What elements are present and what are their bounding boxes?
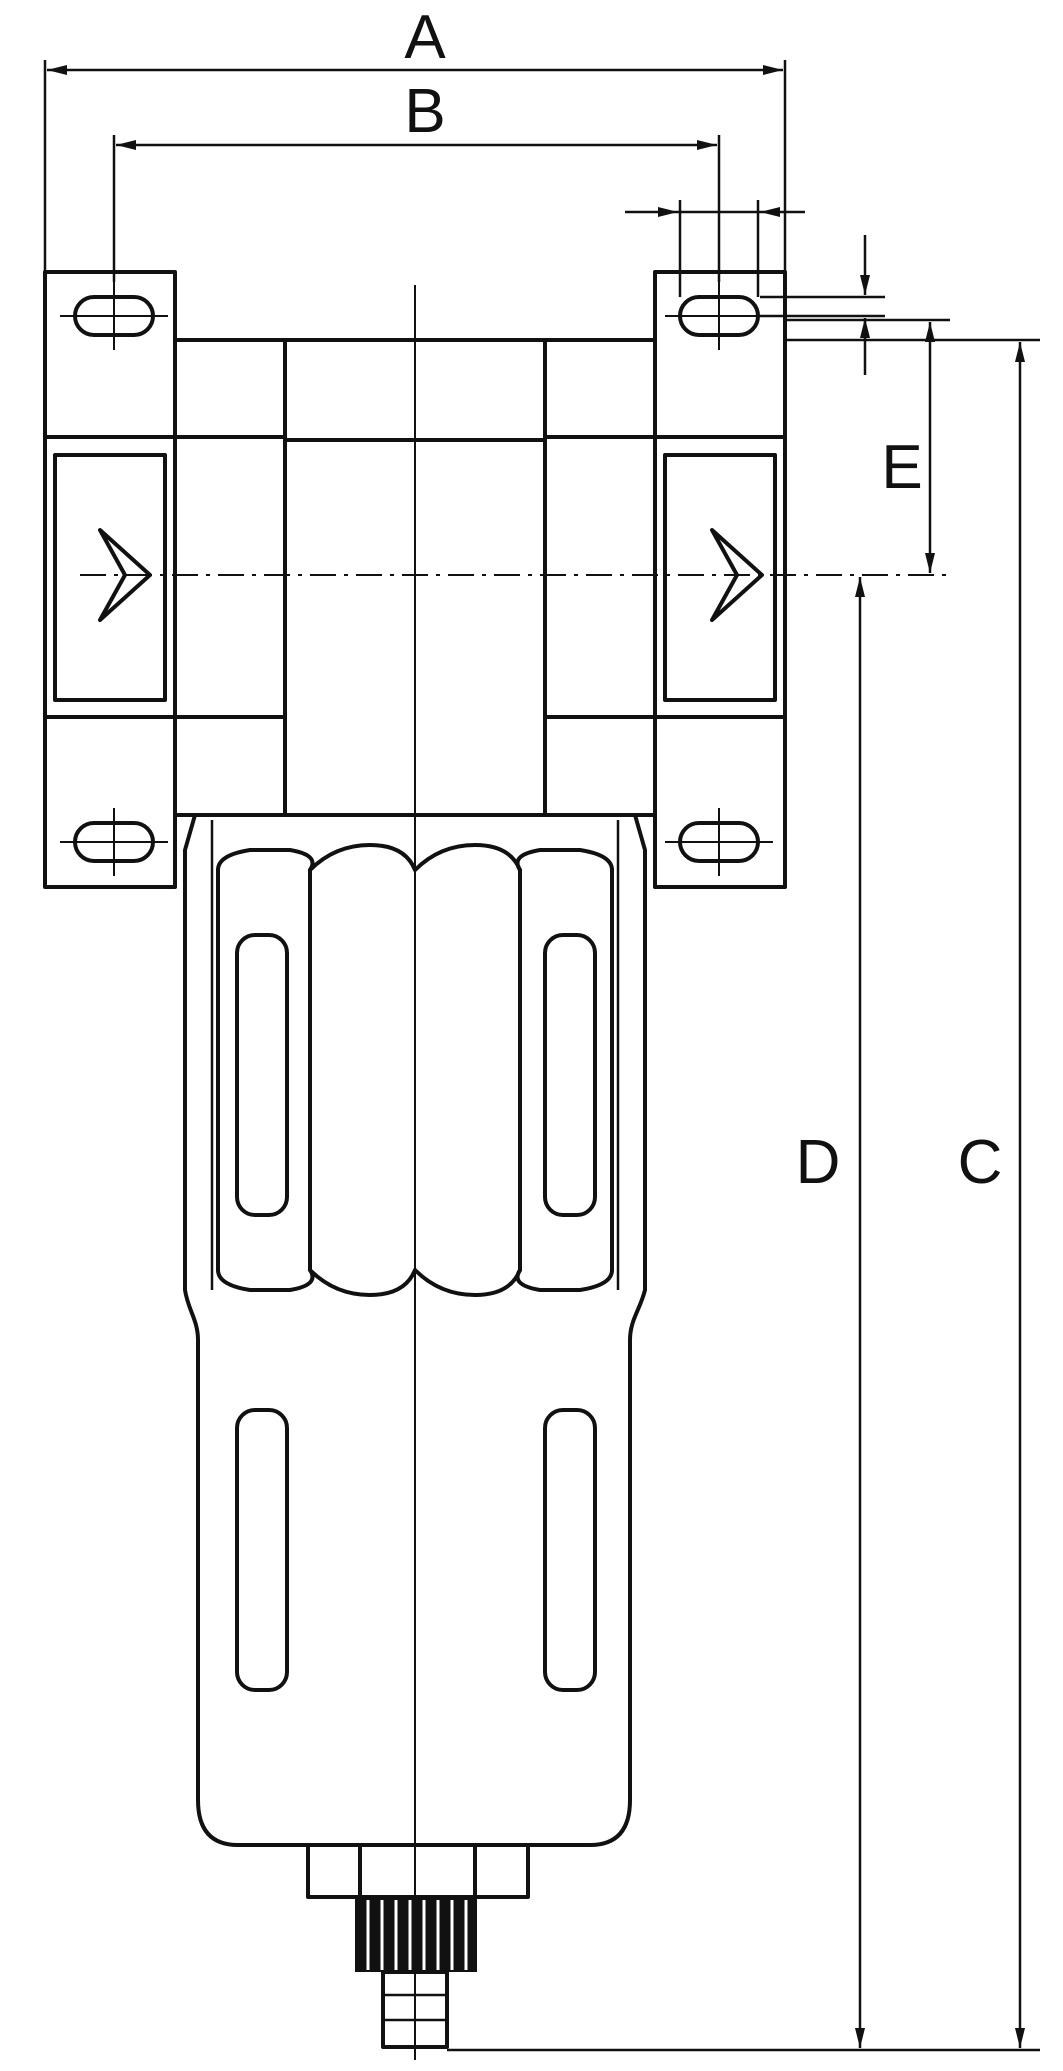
sight-window [543,933,597,1217]
dimension-d: D [796,577,865,2048]
sight-window [543,1408,597,1692]
mounting-slot-icon [665,808,773,876]
sight-window [235,933,289,1217]
right-port-window [663,453,777,702]
drain-assembly [306,1843,530,2049]
flow-arrow-icon [98,528,152,622]
right-bracket [653,270,787,889]
dimension-b: B [112,77,721,282]
dimension-label-a: A [404,3,446,72]
left-port-window [53,453,167,702]
dimension-label-e: E [881,433,922,502]
dimension-slot-height [760,235,885,375]
mounting-slot-icon [60,282,168,350]
dimension-label-c: C [958,1128,1003,1197]
dimension-a: A [43,3,787,272]
mounting-slot-icon [665,282,773,350]
flow-arrow-icon [710,528,764,622]
dimension-slot-width [625,200,805,297]
left-bracket [43,270,177,889]
dimension-label-b: B [404,77,445,146]
filter-bowl [183,813,647,1847]
dimension-label-d: D [796,1128,841,1197]
mounting-slot-icon [60,808,168,876]
dimension-e: E [785,318,950,573]
sight-window [235,1408,289,1692]
dimension-c: C [447,338,1040,2052]
